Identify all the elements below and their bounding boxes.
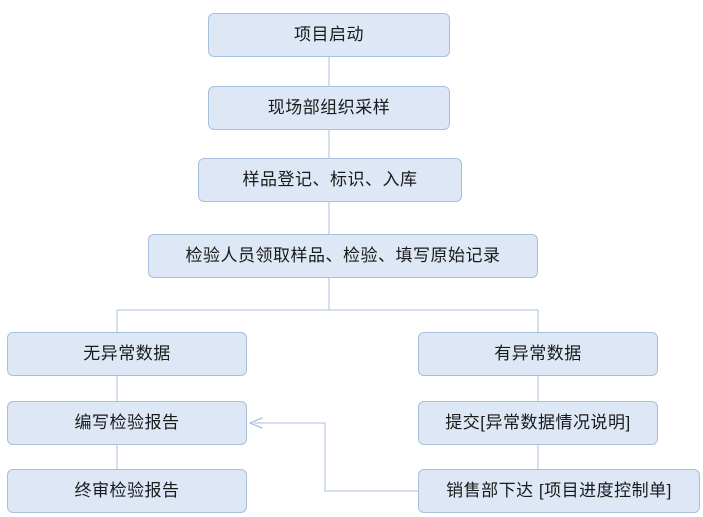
node-label: 编写检验报告 bbox=[74, 412, 180, 432]
node-label: 销售部下达 [项目进度控制单] bbox=[446, 480, 672, 500]
node-label: 无异常数据 bbox=[83, 343, 171, 363]
node-inspector-collect-test-record[interactable]: 检验人员领取样品、检验、填写原始记录 bbox=[148, 234, 538, 278]
node-final-inspection-report[interactable]: 终审检验报告 bbox=[7, 469, 247, 513]
node-write-inspection-report[interactable]: 编写检验报告 bbox=[7, 401, 247, 445]
node-field-dept-sampling[interactable]: 现场部组织采样 bbox=[208, 86, 450, 130]
node-label: 提交[异常数据情况说明] bbox=[445, 412, 631, 432]
node-submit-abnormal-data-statement[interactable]: 提交[异常数据情况说明] bbox=[418, 401, 658, 445]
node-label: 样品登记、标识、入库 bbox=[242, 169, 418, 189]
node-sales-dept-progress-control-order[interactable]: 销售部下达 [项目进度控制单] bbox=[418, 469, 700, 513]
node-label: 有异常数据 bbox=[494, 343, 582, 363]
node-no-abnormal-data[interactable]: 无异常数据 bbox=[7, 332, 247, 376]
feedback-arrowhead-icon bbox=[249, 417, 263, 429]
edge-n10-n7-feedback bbox=[254, 422, 418, 492]
node-has-abnormal-data[interactable]: 有异常数据 bbox=[418, 332, 658, 376]
node-label: 现场部组织采样 bbox=[267, 97, 391, 117]
node-label: 终审检验报告 bbox=[74, 480, 180, 500]
node-label: 检验人员领取样品、检验、填写原始记录 bbox=[185, 245, 501, 265]
node-sample-registration[interactable]: 样品登记、标识、入库 bbox=[198, 158, 462, 202]
node-project-start[interactable]: 项目启动 bbox=[208, 13, 450, 57]
node-label: 项目启动 bbox=[294, 24, 364, 44]
